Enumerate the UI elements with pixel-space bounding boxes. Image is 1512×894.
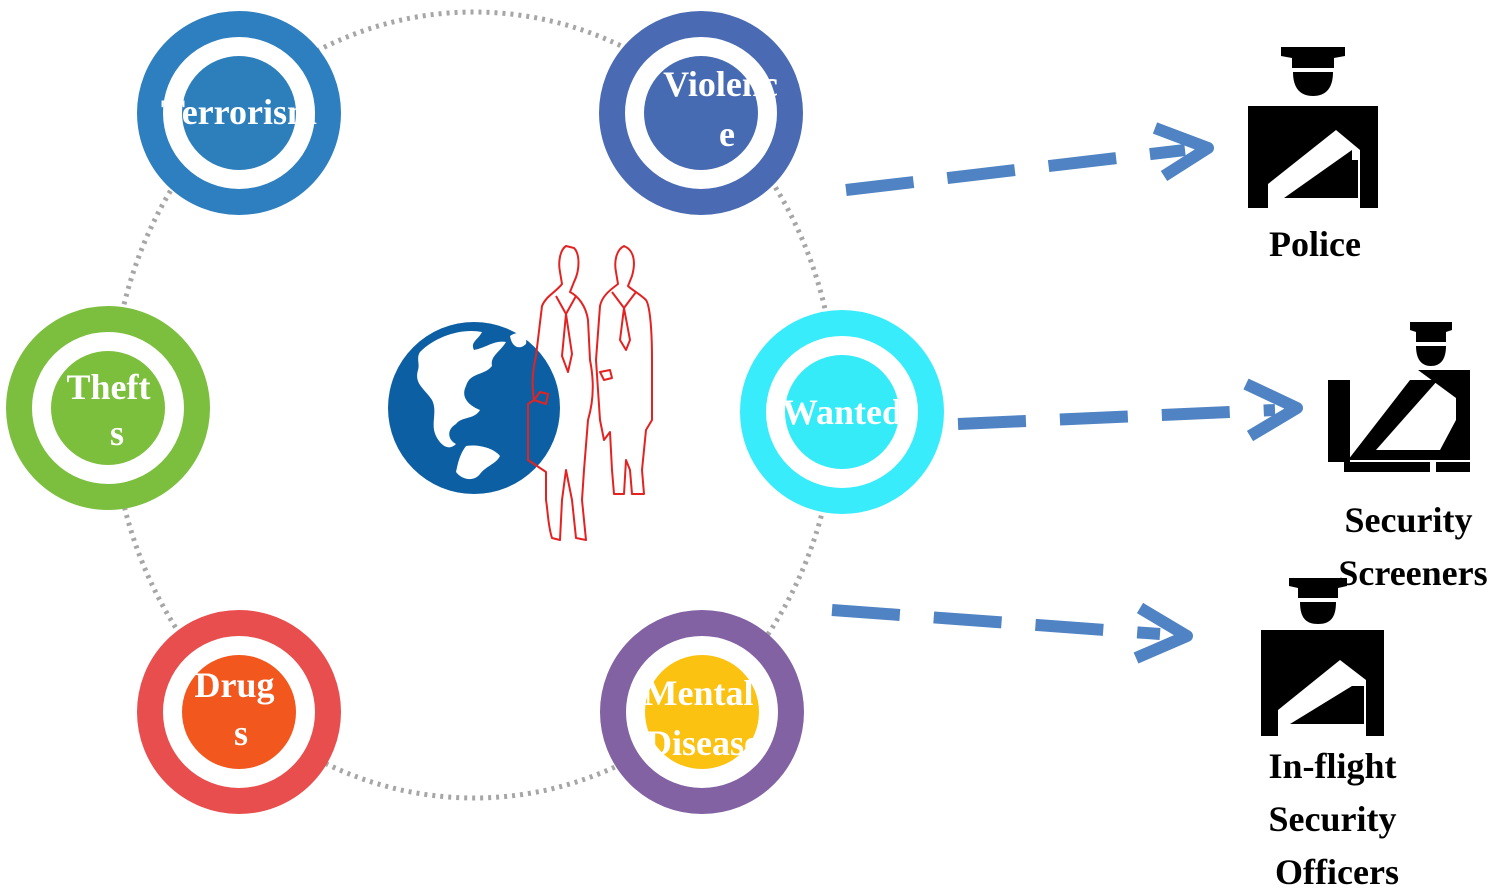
- node-core: [51, 351, 165, 465]
- seated-officer-icon: [1328, 322, 1470, 472]
- node-violence: Violenc e: [599, 11, 803, 215]
- node-label: Wanted: [782, 392, 902, 432]
- node-wanted: Wanted: [740, 310, 944, 514]
- role-label-inflight: In-flight Security Officers: [1268, 746, 1405, 892]
- node-label: Violenc e: [663, 64, 787, 154]
- business-people-icon: [527, 245, 653, 541]
- node-drugs: Drug s: [137, 610, 341, 814]
- arrow-to-screeners: [957, 378, 1303, 442]
- node-label: Drug s: [195, 665, 284, 753]
- arrow-to-inflight: [831, 602, 1193, 664]
- node-core: [182, 655, 296, 769]
- node-mental-disease: Mental Disease: [600, 610, 804, 814]
- node-thefts: Theft s: [6, 306, 210, 510]
- officer-icon: [1261, 578, 1384, 736]
- globe-icon: [388, 322, 560, 494]
- node-label: Terrorism: [161, 92, 317, 132]
- node-label: Theft s: [67, 367, 160, 453]
- role-label-police: Police: [1269, 224, 1361, 264]
- role-label-screeners: Security Screeners: [1338, 500, 1487, 593]
- node-core: [182, 56, 296, 170]
- node-core: [645, 655, 759, 769]
- node-core: [644, 56, 758, 170]
- node-core: [785, 355, 899, 469]
- node-label: Mental Disease: [644, 673, 763, 763]
- arrow-to-police: [845, 122, 1214, 196]
- node-terrorism: Terrorism: [137, 11, 341, 215]
- officer-icon: [1248, 47, 1378, 208]
